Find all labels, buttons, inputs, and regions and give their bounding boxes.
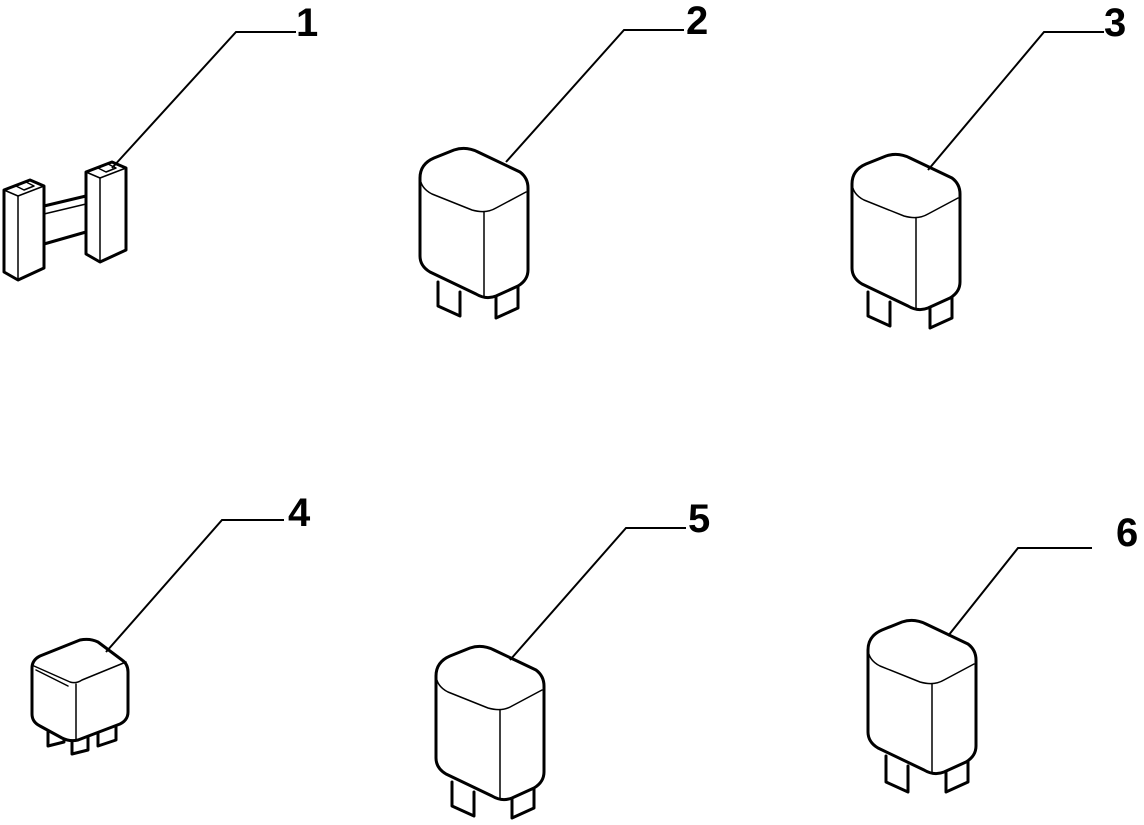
leader-line-2 [505,29,684,163]
callout-3: 3 [927,1,1126,171]
part-2-mini-relay [418,146,530,320]
callout-5: 5 [509,497,710,661]
leader-line-4 [105,519,284,653]
callout-1: 1 [111,1,318,169]
part-3-mini-relay [850,152,962,330]
leader-line-5 [509,527,686,661]
callout-2: 2 [505,0,708,163]
callout-number-5: 5 [688,497,710,541]
part-5-mini-relay [434,644,546,820]
part-4-micro-relay [30,637,130,756]
leader-line-3 [927,31,1104,171]
callout-number-6: 6 [1116,511,1138,555]
callout-number-1: 1 [296,1,318,45]
leader-line-6 [947,547,1092,637]
part-1-h-jumper [2,160,128,282]
callout-number-4: 4 [288,491,311,535]
part-6-mini-relay [866,618,978,794]
callout-4: 4 [105,491,311,653]
leader-line-1 [111,31,296,169]
callout-number-2: 2 [686,0,708,43]
callout-6: 6 [947,511,1138,637]
callout-number-3: 3 [1104,1,1126,45]
